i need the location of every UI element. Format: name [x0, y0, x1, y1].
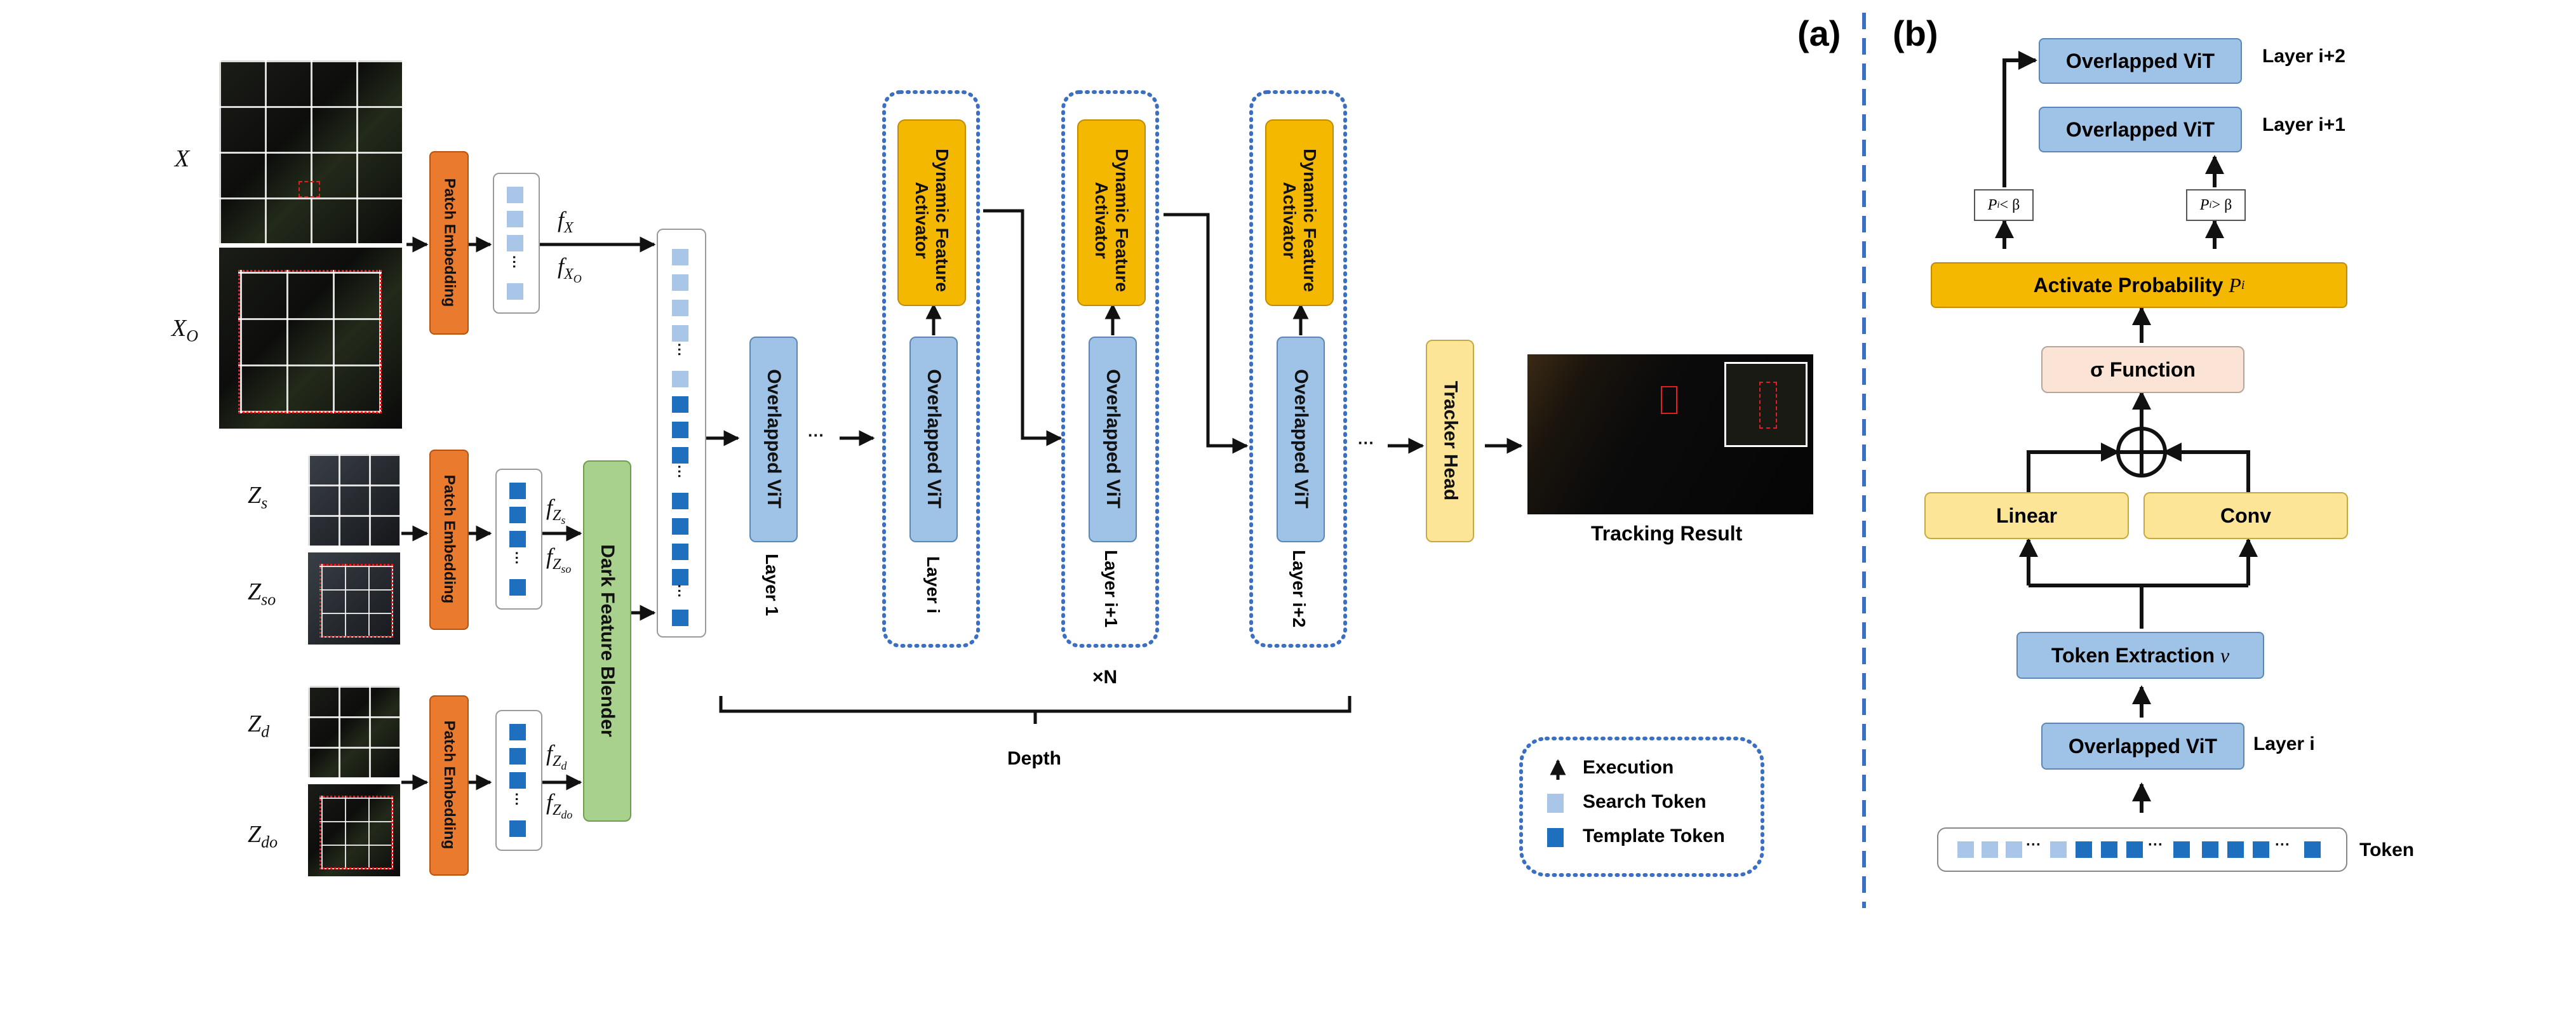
- legend-template-token-icon: [1547, 828, 1564, 847]
- input-image-zs: [308, 454, 400, 546]
- overlapped-vit-layer-1: Overlapped ViT: [749, 337, 798, 542]
- legend-search-token-label: Search Token: [1583, 791, 1707, 812]
- layer-groups: [882, 90, 1764, 877]
- b-label-layer-i2: Layer i+2: [2262, 46, 2345, 67]
- b-vit-layer-i: Overlapped ViT: [2041, 723, 2244, 770]
- label-times-n: ×N: [1092, 667, 1118, 688]
- b-linear: Linear: [1924, 492, 2129, 539]
- dfa-layer-i2: Dynamic Feature Activator: [1265, 119, 1334, 306]
- input-image-zdo: [308, 784, 400, 876]
- panel-a-label: (a): [1797, 13, 1841, 53]
- feature-fx: fX: [558, 207, 574, 237]
- b-label-token: Token: [2359, 839, 2415, 860]
- feature-fzso: fZso: [546, 544, 572, 575]
- label-depth: Depth: [1007, 748, 1061, 769]
- legend-execution-label: Execution: [1583, 757, 1674, 778]
- feature-fzd: fZd: [546, 740, 567, 772]
- b-vit-layer-i2: Overlapped ViT: [2039, 38, 2242, 84]
- concat-token-column: ··· ··· ···: [657, 229, 706, 638]
- label-layer-1: Layer 1: [762, 553, 782, 617]
- b-sigma-function: σ Function: [2041, 346, 2244, 393]
- search-token-column: ···: [493, 173, 540, 314]
- label-zdo: Zdo: [248, 821, 278, 852]
- panel-b-label: (b): [1893, 13, 1938, 53]
- dfa-layer-i: Dynamic Feature Activator: [897, 119, 966, 306]
- panel-b-connectors: [1995, 51, 2258, 813]
- overlapped-vit-layer-i1: Overlapped ViT: [1089, 337, 1137, 542]
- dark-feature-blender: Dark Feature Blender: [583, 460, 631, 822]
- label-x: X: [175, 145, 190, 172]
- label-layer-i: Layer i: [923, 556, 943, 614]
- label-layer-i1: Layer i+1: [1101, 550, 1121, 628]
- label-zso: Zso: [248, 578, 276, 609]
- overlapped-vit-layer-i2: Overlapped ViT: [1277, 337, 1325, 542]
- label-tracking-result: Tracking Result: [1591, 522, 1743, 545]
- label-zd: Zd: [248, 711, 270, 741]
- tracker-head: Tracker Head: [1426, 340, 1474, 542]
- patch-embedding-2: Patch Embedding: [429, 450, 469, 630]
- b-conv: Conv: [2143, 492, 2348, 539]
- legend-search-token-icon: [1547, 794, 1564, 813]
- template-token-column-d: ···: [495, 710, 542, 851]
- input-connectors: [401, 209, 1523, 791]
- input-image-zd: [308, 686, 400, 778]
- b-label-layer-i1: Layer i+1: [2262, 114, 2345, 135]
- b-label-layer-i: Layer i: [2253, 733, 2315, 754]
- ellipsis-after-layer-1: ···: [808, 425, 824, 444]
- patch-embedding-3: Patch Embedding: [429, 695, 469, 876]
- b-token-row: ··· ··· ···: [1937, 827, 2347, 872]
- ellipsis-after-layer-i2: ···: [1358, 433, 1374, 452]
- patch-embedding-1: Patch Embedding: [429, 151, 469, 335]
- feature-fzs: fZs: [546, 495, 566, 526]
- b-vit-layer-i1: Overlapped ViT: [2039, 107, 2242, 152]
- overlapped-vit-layer-i: Overlapped ViT: [909, 337, 958, 542]
- b-token-extraction: Token Extraction v: [2016, 632, 2264, 679]
- label-layer-i2: Layer i+2: [1289, 550, 1309, 628]
- template-token-column-s: ···: [495, 469, 542, 610]
- input-image-zso: [308, 552, 400, 645]
- input-image-x: [219, 60, 402, 243]
- dfa-layer-i1: Dynamic Feature Activator: [1077, 119, 1146, 306]
- label-xo: XO: [171, 315, 198, 345]
- legend-template-token-label: Template Token: [1583, 826, 1725, 846]
- feature-fzdo: fZdo: [546, 789, 573, 821]
- input-image-xo: [219, 248, 402, 429]
- tracking-result-image: [1527, 354, 1813, 514]
- feature-fxo: fXO: [558, 253, 582, 285]
- label-zs: Zs: [248, 482, 268, 512]
